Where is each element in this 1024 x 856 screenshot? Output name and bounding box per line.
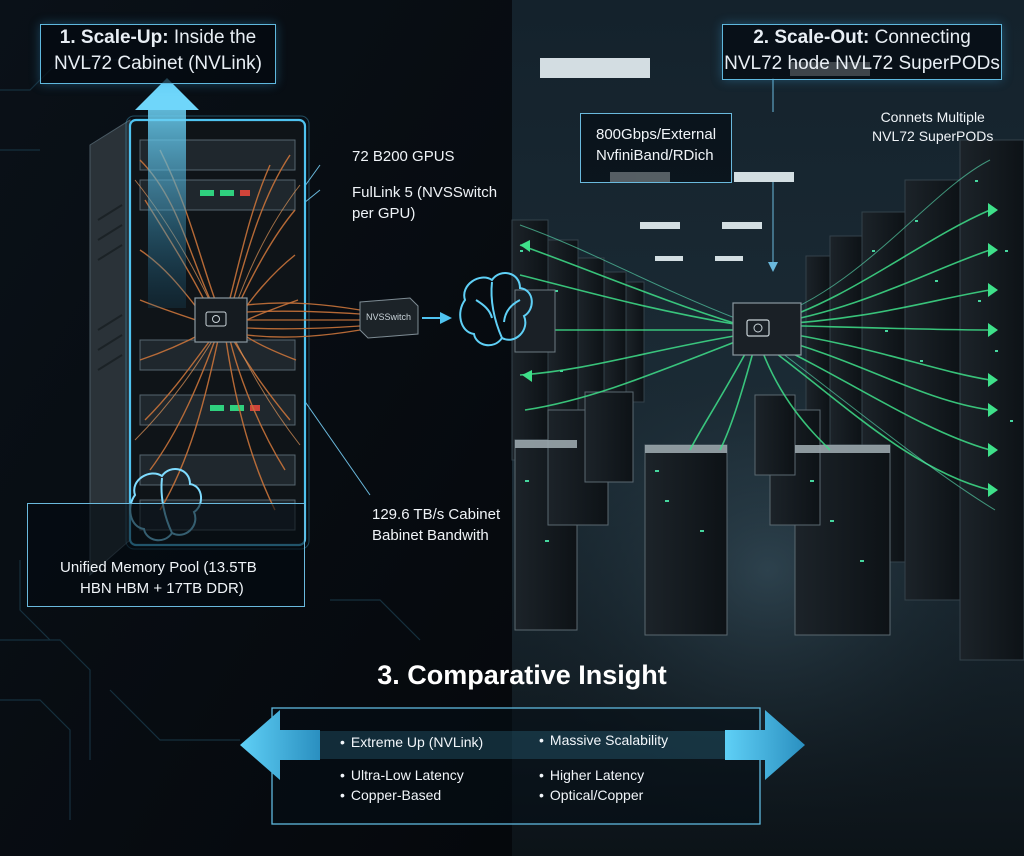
gpu-count-label: 72 B200 GPUS: [352, 148, 455, 165]
external-link-box: [580, 113, 732, 183]
comparative-right-item: Massive Scalability: [539, 732, 668, 748]
cabinet-bandwidth-line2: Babinet Bandwith: [372, 527, 489, 544]
connects-superpods-line1: Connets Multiple: [880, 109, 985, 125]
cabinet-bandwidth-label: 129.6 TB/s Cabinet Babinet Bandwith: [372, 504, 500, 546]
scale-up-heading: 1. Scale-Up: Inside the NVL72 Cabinet (N…: [40, 24, 276, 84]
external-link-label: 800Gbps/External NvfiniBand/RDich: [596, 124, 716, 166]
scale-out-heading: 2. Scale-Out: Connecting NVL72 hode NVL7…: [722, 24, 1002, 80]
cabinet-bandwidth-line1: 129.6 TB/s Cabinet: [372, 506, 501, 523]
nvlink-label-line2: per GPU): [352, 205, 416, 222]
connects-superpods-label: Connets Multiple NVL72 SuperPODs: [872, 108, 993, 146]
server-rack: [644, 444, 728, 636]
scale-out-heading-number: 2. Scale-Out:: [753, 27, 870, 48]
external-link-line1: 800Gbps/External: [596, 126, 717, 143]
nvlink-label-line1: FulLink 5 (NVSSwitch: [352, 184, 498, 201]
nvidia-chip-icon: [732, 302, 802, 356]
comparative-left-item: Copper-Based: [340, 787, 441, 803]
external-link-line2: NvfiniBand/RDich: [596, 147, 714, 164]
nvlink-label: FulLink 5 (NVSSwitch per GPU): [352, 182, 497, 224]
scale-out-heading-line2: NVL72 hode NVL72 SuperPODs: [724, 53, 1000, 74]
scale-out-heading-text: Connecting: [874, 27, 971, 48]
memory-pool-label: Unified Memory Pool (13.5TB HBN HBM + 17…: [60, 557, 257, 599]
comparative-left-item: Extreme Up (NVLink): [340, 734, 483, 750]
connects-superpods-line2: NVL72 SuperPODs: [872, 128, 994, 144]
comparative-right-item: Optical/Copper: [539, 787, 643, 803]
scale-up-heading-line2: NVL72 Cabinet (NVLink): [53, 53, 263, 74]
up-arrow-icon: [135, 78, 199, 308]
memory-pool-line2: HBN HBM + 17TB DDR): [80, 580, 244, 597]
nvswitch-module: [359, 297, 419, 339]
nvswitch-label: NVSSwitch: [366, 312, 412, 322]
memory-pool-box: [27, 503, 305, 607]
brain-icon: [459, 272, 533, 347]
scale-up-heading-text: Inside the: [173, 27, 257, 48]
comparative-right-item: Higher Latency: [539, 767, 644, 783]
comparative-title: 3. Comparative Insight: [377, 660, 667, 690]
scale-up-heading-number: 1. Scale-Up:: [59, 27, 169, 48]
memory-pool-line1: Unified Memory Pool (13.5TB: [60, 559, 257, 576]
comparative-left-item: Ultra-Low Latency: [340, 767, 464, 783]
